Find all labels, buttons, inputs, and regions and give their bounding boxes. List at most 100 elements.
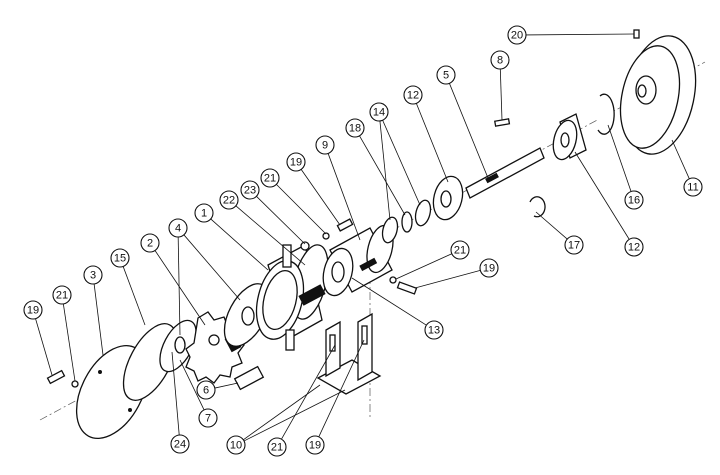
leader-line [235,205,306,266]
callout-label: 23 [244,185,256,197]
part-bearing-outer [414,199,432,227]
part-ball-bearing-2 [552,113,587,161]
callout-label: 16 [628,195,640,207]
leader-line [35,318,53,376]
callout-circle [83,265,103,285]
callout-17: 17 [564,235,584,255]
part-grub-screw [633,29,640,39]
leader-line [276,184,327,235]
callout-label: 8 [497,55,503,67]
leader-line [327,153,361,241]
callout-circle [267,437,287,457]
callout-label: 12 [407,90,419,102]
callout-18: 18 [345,118,365,138]
leader-line [574,151,630,240]
callout-label: 21 [56,290,68,302]
callout-circle [490,50,510,70]
leader-line [300,169,341,226]
callout-5: 5 [436,65,456,85]
callout-circle [564,235,584,255]
leader-line [179,359,205,411]
callout-circle [436,65,456,85]
callout-label: 9 [322,140,328,152]
leader-line [395,253,452,280]
callout-label: 7 [205,413,211,425]
callout-circle [305,435,325,455]
callout-12: 12 [624,237,644,257]
leader-line [607,124,632,192]
leader-line [671,139,690,179]
part-key [494,118,511,127]
callout-label: 1 [201,208,207,220]
callout-3: 3 [83,265,103,285]
callout-23: 23 [240,180,260,200]
callout-circle [479,258,499,278]
callout-circle [52,285,72,305]
part-circlip-2 [529,196,546,218]
callout-label: 21 [271,442,283,454]
callout-6: 6 [196,380,216,400]
callout-circle [196,380,216,400]
part-shaft [465,147,545,199]
callout-circle [168,218,188,238]
center-axis [39,61,706,421]
part-ball-bearing [432,175,464,221]
part-pump-housing [255,244,329,351]
callout-4: 4 [168,218,188,238]
callouts: 2085121418919212322142153211911161217211… [23,25,703,457]
leader-line [256,196,306,245]
callout-24: 24 [170,434,190,454]
leader-line [214,382,239,389]
callout-21: 21 [260,168,280,188]
callout-15: 15 [110,248,130,268]
callout-8: 8 [490,50,510,70]
part-plug [300,241,310,251]
callout-circle [110,248,130,268]
callout-circle [424,320,444,340]
callout-11: 11 [683,177,703,197]
part-bracket [316,312,382,395]
callout-circle [226,435,246,455]
callout-circle [170,434,190,454]
callout-circle [198,408,218,428]
part-bolt-2 [396,281,418,295]
leader-line [243,384,321,441]
part-sleeve [233,365,265,391]
part-bolt [336,218,354,232]
callout-label: 19 [309,440,321,452]
callout-label: 19 [27,305,39,317]
callout-circle [219,190,239,210]
callout-circle [140,233,160,253]
part-washer [322,232,330,240]
callout-22: 22 [219,190,239,210]
callout-16: 16 [624,190,644,210]
callout-label: 12 [628,242,640,254]
callout-label: 14 [373,107,385,119]
part-pulley [619,35,697,155]
callout-label: 13 [428,325,440,337]
callout-19: 19 [286,152,306,172]
callout-label: 21 [264,173,276,185]
leader-line [499,68,503,121]
part-retaining-ring [401,211,413,233]
callout-circle [286,152,306,172]
leader-line [281,344,336,440]
callout-12: 12 [403,85,423,105]
callout-13: 13 [424,320,444,340]
callout-label: 4 [175,223,181,235]
callout-circle [624,237,644,257]
callout-label: 20 [511,30,523,42]
callout-9: 9 [315,135,335,155]
callout-circle [507,25,527,45]
callout-label: 2 [147,238,153,250]
callout-19: 19 [305,435,325,455]
callout-label: 3 [90,270,96,282]
callout-label: 5 [443,70,449,82]
leader-line [379,120,391,221]
leader-line [183,234,241,301]
part-bearing-housing [322,224,394,297]
leader-line [122,266,146,326]
leader-line [415,103,449,183]
callout-circle [260,168,280,188]
